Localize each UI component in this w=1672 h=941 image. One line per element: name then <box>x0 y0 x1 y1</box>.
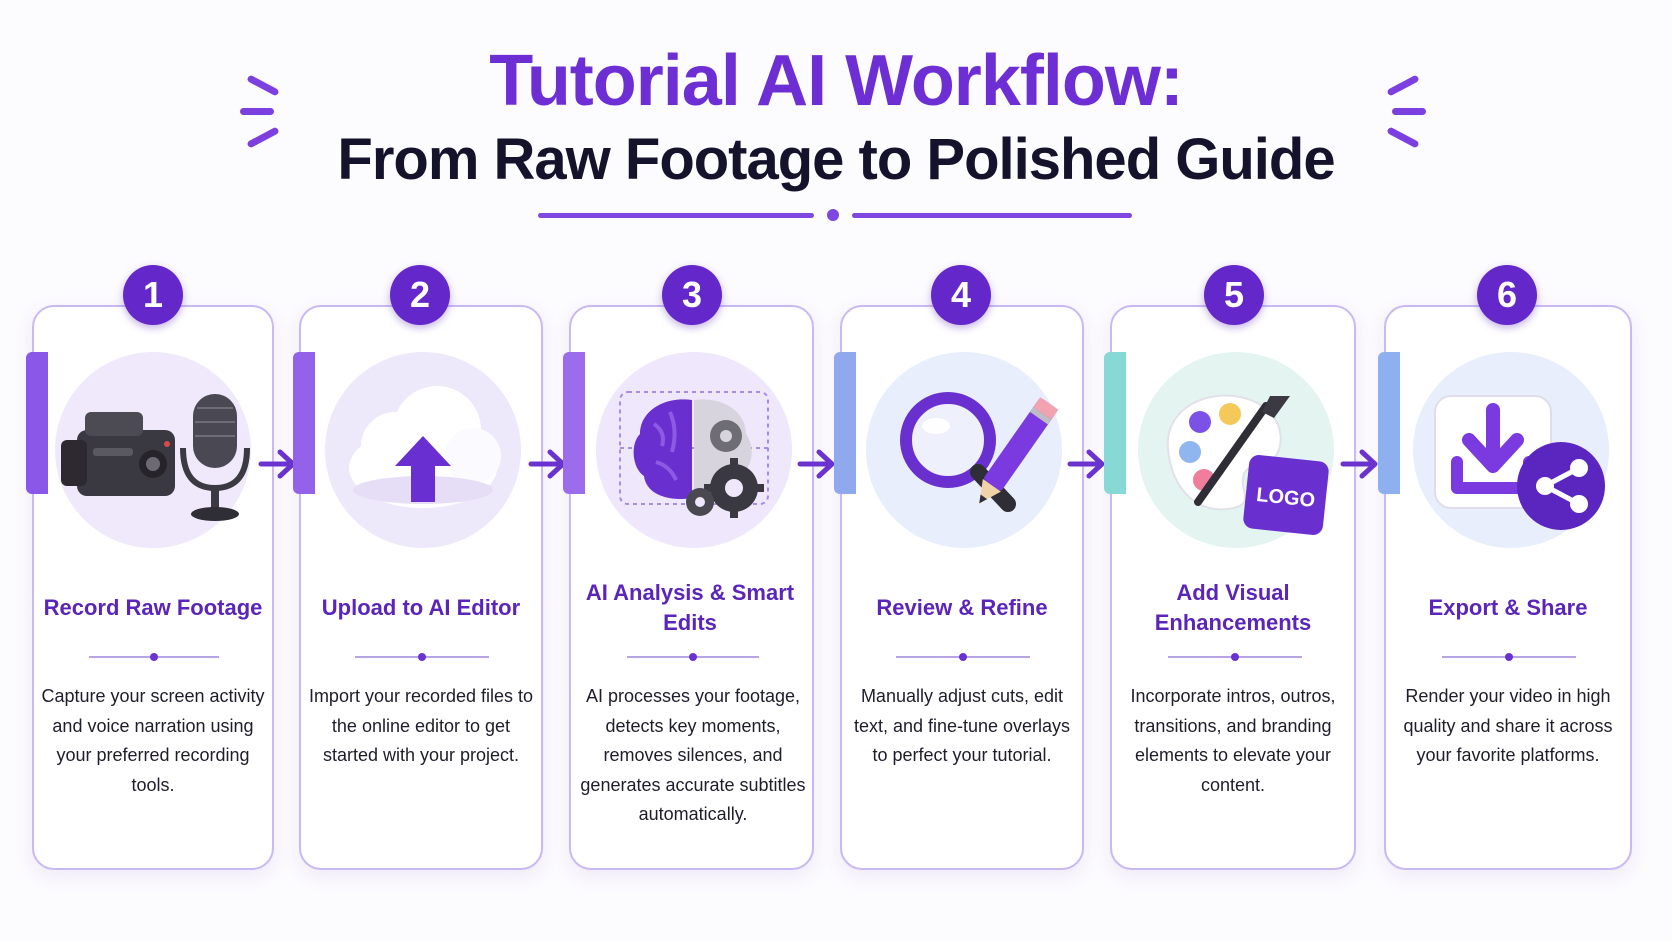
flow-arrow-2 <box>528 447 568 481</box>
download-and-share-icon <box>1413 352 1609 548</box>
step-description-4: Manually adjust cuts, edit text, and fin… <box>853 686 1071 765</box>
page-subtitle: From Raw Footage to Polished Guide <box>337 127 1335 192</box>
flow-arrow-4 <box>1067 447 1107 481</box>
step-number-badge-1: 1 <box>123 265 183 325</box>
flow-arrow-5 <box>1340 447 1380 481</box>
left-accent-marks-icon <box>240 70 290 150</box>
title-block: Tutorial AI Workflow: From Raw Footage t… <box>0 38 1672 196</box>
step-number-badge-4: 4 <box>931 265 991 325</box>
magnifier-and-pencil-icon <box>866 352 1062 548</box>
ai-brain-gears-icon <box>596 352 792 548</box>
step-description-2: Import your recorded files to the online… <box>308 686 534 765</box>
step-separator-dot-4 <box>959 653 967 661</box>
video-camera-and-microphone-icon <box>55 352 251 548</box>
step-title-1: Record Raw Footage <box>43 595 263 620</box>
right-accent-marks-icon <box>1382 70 1432 150</box>
step-tab-1 <box>26 352 48 494</box>
step-number-badge-2: 2 <box>390 265 450 325</box>
step-tab-2 <box>293 352 315 494</box>
step-description-3: AI processes your footage, detects key m… <box>580 686 806 824</box>
step-separator-dot-3 <box>689 653 697 661</box>
step-tab-6 <box>1378 352 1400 494</box>
step-description-6: Render your video in high quality and sh… <box>1403 686 1613 765</box>
title-divider-dot <box>827 209 839 221</box>
step-title-5: Add Visual Enhancements <box>1154 580 1312 635</box>
step-tab-5 <box>1104 352 1126 494</box>
step-title-6: Export & Share <box>1428 595 1588 620</box>
step-separator-dot-5 <box>1231 653 1239 661</box>
step-separator-dot-1 <box>150 653 158 661</box>
step-description-1: Capture your screen activity and voice n… <box>41 686 265 795</box>
palette-brush-logo-icon: LOGO <box>1138 352 1334 548</box>
step-separator-dot-6 <box>1505 653 1513 661</box>
step-separator-dot-2 <box>418 653 426 661</box>
step-title-2: Upload to AI Editor <box>321 595 521 620</box>
step-number-badge-5: 5 <box>1204 265 1264 325</box>
title-divider-left <box>538 213 814 218</box>
cloud-upload-icon <box>325 352 521 548</box>
flow-arrow-3 <box>797 447 837 481</box>
flow-arrow-1 <box>258 447 298 481</box>
step-number-badge-3: 3 <box>662 265 722 325</box>
step-number-badge-6: 6 <box>1477 265 1537 325</box>
step-tab-4 <box>834 352 856 494</box>
page-title: Tutorial AI Workflow: <box>489 41 1184 121</box>
title-divider-right <box>852 213 1132 218</box>
step-tab-3 <box>563 352 585 494</box>
step-description-5: Incorporate intros, outros, transitions,… <box>1130 686 1336 795</box>
step-title-4: Review & Refine <box>876 595 1048 620</box>
step-title-3: AI Analysis & Smart Edits <box>585 580 795 635</box>
